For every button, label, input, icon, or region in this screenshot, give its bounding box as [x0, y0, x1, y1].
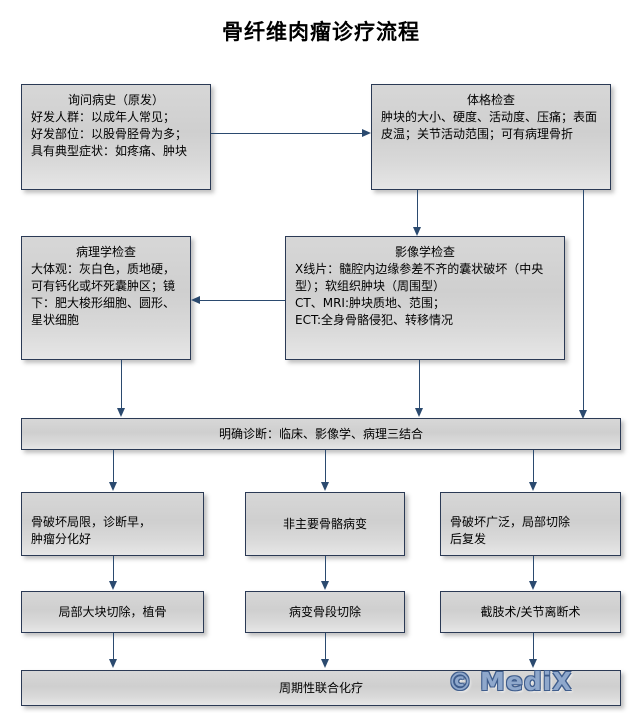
edge-branch-left-to-surgery-left [113, 556, 114, 583]
edge-branch-mid-to-surgery-mid-arrow [321, 581, 329, 590]
edge-surgery-right-to-chemotherapy-arrow [529, 659, 537, 668]
edge-physical-exam-to-diagnosis-arrow [579, 410, 587, 419]
node-branch-right-label: 骨破坏广泛，局部切除 后复发 [450, 515, 571, 546]
node-pathology-body: 大体观：灰白色，质地硬，可有钙化或坏死囊肿区；镜下：肥大梭形细胞、圆形、星状细胞 [31, 262, 176, 327]
node-chemotherapy-label: 周期性联合化疗 [278, 680, 363, 695]
edge-imaging-to-pathology-arrow [191, 296, 200, 304]
edge-branch-right-to-surgery-right [533, 556, 534, 583]
edge-physical-exam-to-imaging [417, 190, 418, 227]
edge-branch-right-to-surgery-right-arrow [529, 581, 537, 590]
edge-diagnosis-to-branch-left-arrow [109, 482, 117, 491]
edge-surgery-left-to-chemotherapy-arrow [109, 659, 117, 668]
edge-history-to-physical-exam-arrow [362, 129, 371, 137]
node-pathology: 病理学检查 大体观：灰白色，质地硬，可有钙化或坏死囊肿区；镜下：肥大梭形细胞、圆… [21, 236, 191, 360]
edge-branch-left-to-surgery-left-arrow [109, 581, 117, 590]
edge-diagnosis-to-branch-right-arrow [529, 482, 537, 491]
edge-surgery-mid-to-chemotherapy-arrow [321, 659, 329, 668]
node-imaging-header: 影像学检查 [394, 245, 455, 259]
node-surgery-left: 局部大块切除，植骨 [21, 591, 204, 633]
node-physical-exam-header: 体格检查 [466, 93, 515, 107]
edge-diagnosis-to-branch-mid-arrow [321, 482, 329, 491]
node-diagnosis: 明确诊断：临床、影像学、病理三结合 [21, 418, 621, 450]
node-surgery-mid: 病变骨段切除 [245, 591, 405, 633]
node-diagnosis-label: 明确诊断：临床、影像学、病理三结合 [218, 426, 423, 441]
node-surgery-mid-label: 病变骨段切除 [288, 604, 361, 619]
node-chemotherapy: 周期性联合化疗 [21, 670, 621, 706]
copyright-icon: © [448, 667, 473, 696]
node-branch-left: 骨破坏局限，诊断早， 肿瘤分化好 [21, 492, 204, 556]
node-history-body: 好发人群：以成年人常见； 好发部位：以股骨胫骨为多； 具有典型症状：如疼痛、肿块 [31, 110, 188, 158]
edge-diagnosis-to-branch-mid [325, 450, 326, 484]
edge-imaging-to-diagnosis-arrow [415, 408, 423, 417]
node-surgery-right: 截肢术/关节离断术 [440, 591, 621, 633]
edge-surgery-mid-to-chemotherapy [325, 633, 326, 661]
node-branch-mid-label: 非主要骨骼病变 [282, 516, 367, 531]
edge-history-to-physical-exam [211, 133, 362, 134]
node-physical-exam-body: 肿块的大小、硬度、活动度、压痛；表面皮温；关节活动范围；可有病理骨折 [381, 110, 598, 141]
watermark-text: MediX [480, 667, 573, 696]
node-surgery-right-label: 截肢术/关节离断术 [480, 604, 581, 619]
edge-imaging-to-diagnosis [419, 360, 420, 410]
edge-diagnosis-to-branch-left [113, 450, 114, 484]
node-imaging-body: X线片：髓腔内边缘参差不齐的囊状破坏（中央型）；软组织肿块（周围型） CT、MR… [295, 262, 544, 327]
edge-pathology-to-diagnosis-arrow [117, 408, 125, 417]
node-physical-exam: 体格检查 肿块的大小、硬度、活动度、压痛；表面皮温；关节活动范围；可有病理骨折 [371, 84, 611, 190]
edge-physical-exam-to-diagnosis [583, 190, 584, 413]
edge-branch-mid-to-surgery-mid [325, 556, 326, 583]
edge-surgery-right-to-chemotherapy [533, 633, 534, 661]
node-branch-left-label: 骨破坏局限，诊断早， 肿瘤分化好 [31, 515, 152, 546]
node-history: 询问病史（原发） 好发人群：以成年人常见； 好发部位：以股骨胫骨为多； 具有典型… [21, 84, 211, 190]
node-pathology-header: 病理学检查 [75, 245, 136, 259]
edge-physical-exam-to-imaging-arrow [413, 227, 421, 236]
node-branch-mid: 非主要骨骼病变 [245, 492, 405, 556]
watermark: © MediX [448, 667, 573, 696]
node-surgery-left-label: 局部大块切除，植骨 [58, 604, 167, 619]
node-history-header: 询问病史（原发） [67, 93, 164, 107]
node-branch-right: 骨破坏广泛，局部切除 后复发 [440, 492, 621, 556]
edge-surgery-left-to-chemotherapy [113, 633, 114, 661]
page-title: 骨纤维肉瘤诊疗流程 [222, 20, 420, 44]
node-imaging: 影像学检查 X线片：髓腔内边缘参差不齐的囊状破坏（中央型）；软组织肿块（周围型）… [285, 236, 565, 360]
edge-diagnosis-to-branch-right [533, 450, 534, 484]
edge-pathology-to-diagnosis [121, 360, 122, 410]
edge-imaging-to-pathology [200, 300, 285, 301]
